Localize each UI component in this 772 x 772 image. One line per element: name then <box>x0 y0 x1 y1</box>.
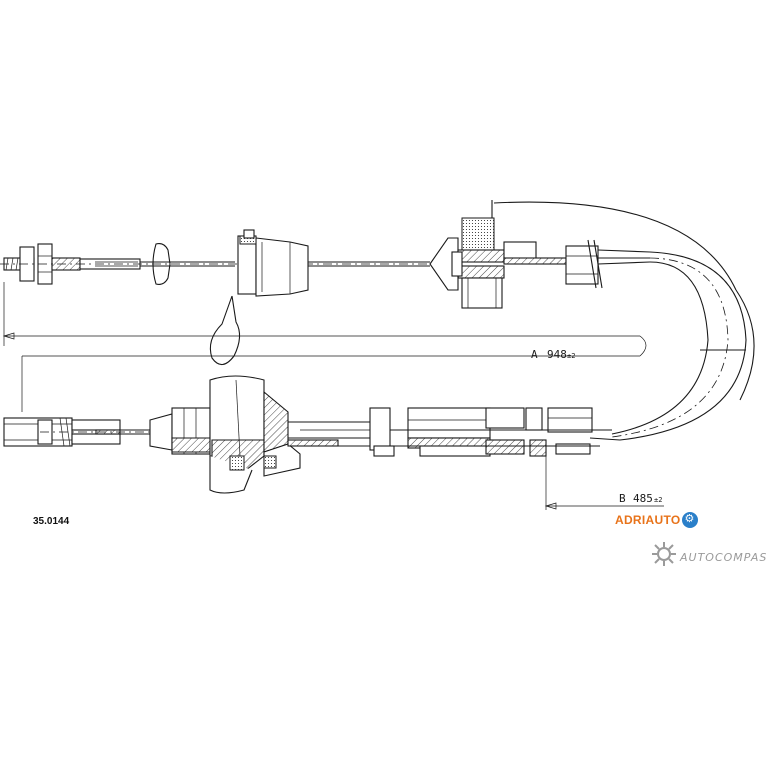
watermark-gear-icon <box>652 542 676 566</box>
dim-b-tolerance: ±2 <box>654 496 662 504</box>
dimension-a-line <box>2 282 647 412</box>
outer-sleeve <box>565 239 651 289</box>
dim-b-value: 485 <box>633 492 653 505</box>
dim-b-letter: B <box>619 492 626 505</box>
adjuster-block <box>429 217 567 309</box>
brand-name: ADRIAUTO <box>615 513 681 527</box>
gearbox-housing <box>149 375 301 494</box>
watermark: AUTOCOMPAS <box>650 540 767 568</box>
cable-clip <box>209 295 241 366</box>
brand-logo: ADRIAUTO <box>615 512 698 528</box>
dim-a-letter: A <box>531 348 538 361</box>
sliding-sleeve <box>369 407 593 457</box>
gear-badge-icon <box>681 512 698 528</box>
dim-a-tolerance: ±2 <box>567 352 575 360</box>
bulkhead-housing <box>237 229 309 297</box>
dim-a-value: 948 <box>547 348 567 361</box>
dimension-b-line <box>544 456 664 510</box>
part-number: 35.0144 <box>33 516 70 527</box>
cable-u-bend <box>611 251 755 441</box>
upper-cable-assembly <box>0 200 737 309</box>
watermark-text: AUTOCOMPAS <box>680 550 768 564</box>
lower-cable-assembly <box>3 295 621 494</box>
